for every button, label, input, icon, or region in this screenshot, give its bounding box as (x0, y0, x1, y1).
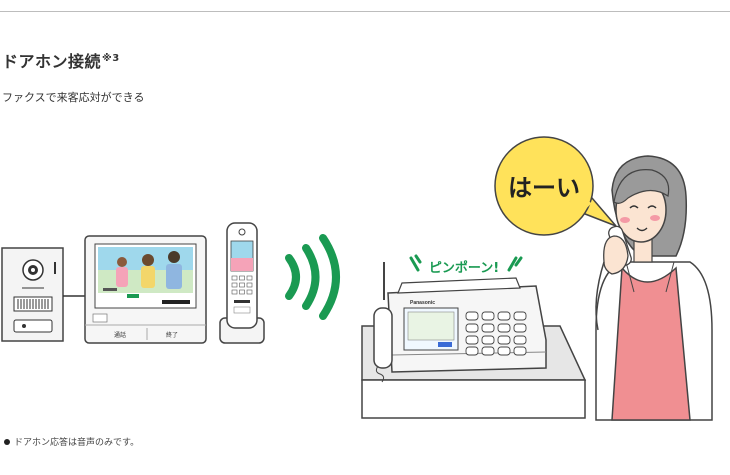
fax-brand-label: Panasonic (410, 300, 435, 306)
speech-bubble-text: はーい (508, 174, 580, 202)
section-title: ドアホン接続※3 (2, 48, 120, 72)
cordless-handset (219, 222, 265, 344)
chime-text: ピンポーン! (429, 260, 499, 276)
woman-figure (595, 155, 713, 421)
section-description: ファクスで来客応対ができる (2, 91, 145, 104)
speech-bubble: はーい (494, 136, 617, 236)
wireless-waves (285, 234, 340, 320)
footnote-text: ドアホン応答は音声のみです。 (14, 438, 140, 448)
section-title-text: ドアホン接続 (2, 52, 102, 71)
footnote-bullet (4, 438, 10, 445)
door-station (1, 247, 64, 342)
monitor-talk-label: 通話 (114, 331, 126, 339)
footnote: ドアホン応答は音声のみです。 (4, 435, 139, 448)
fax-machine: Panasonic (373, 262, 547, 383)
top-divider (0, 11, 730, 12)
doorphone-illustration: 通話 終了 (1, 136, 713, 421)
chime-sound: ピンポーン! (409, 254, 523, 276)
monitor-end-label: 終了 (166, 331, 178, 339)
indoor-monitor: 通話 終了 (84, 235, 207, 344)
section-title-note: ※3 (102, 53, 120, 64)
